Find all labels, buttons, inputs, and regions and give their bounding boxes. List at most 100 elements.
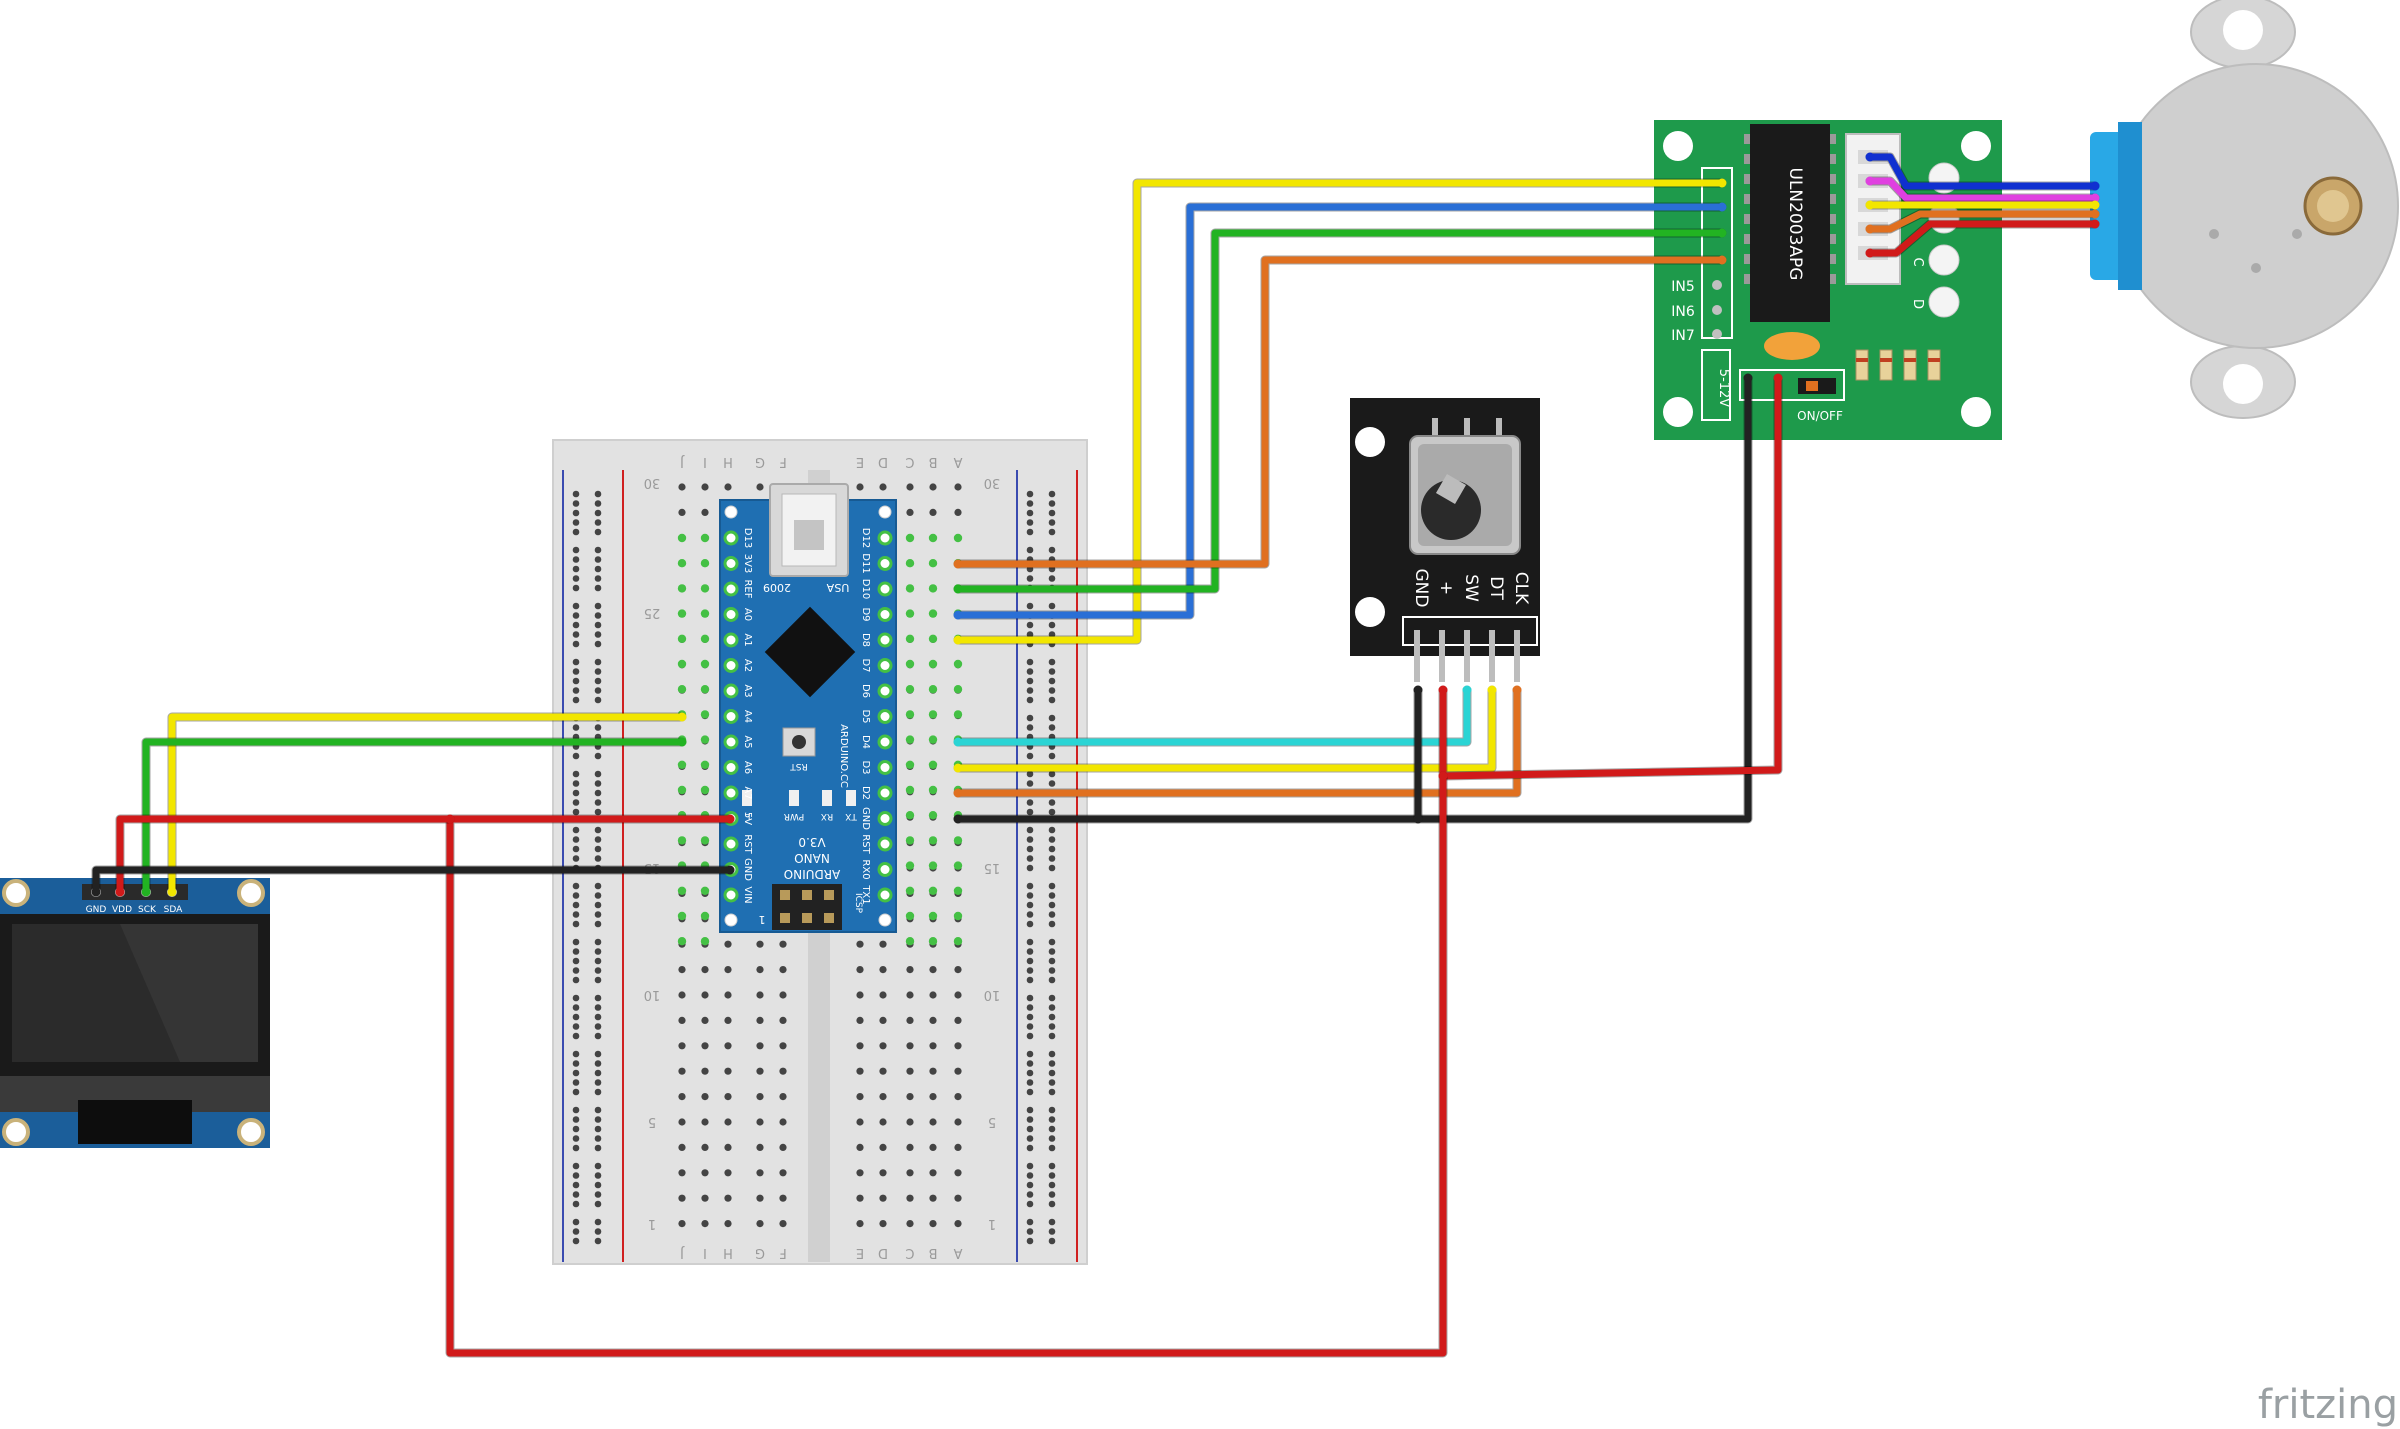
breadboard-hole: [678, 966, 686, 974]
breadboard-hole: [954, 508, 962, 516]
oled-pin-sck-label: SCK: [138, 905, 157, 915]
nano-pin-label: RST: [742, 834, 753, 854]
active-hole: [953, 659, 963, 669]
nano-pin-label: D4: [860, 735, 871, 749]
rail-hole: [1048, 948, 1056, 955]
breadboard-hole: [879, 1067, 887, 1075]
active-hole: [953, 836, 963, 845]
rail-hole: [594, 1116, 602, 1123]
wire-motor-orange-end: [1865, 224, 1875, 234]
breadboard-hole: [929, 508, 937, 516]
rail-hole: [1048, 1218, 1056, 1226]
rail-hole: [1048, 1050, 1056, 1058]
rail-hole: [594, 1069, 602, 1077]
rail-hole: [1048, 602, 1056, 610]
breadboard-hole: [756, 1169, 764, 1177]
rail-hole: [594, 1228, 602, 1235]
active-hole: [677, 584, 687, 593]
wire-gnd-black-main-end: [1743, 373, 1753, 383]
arduino-nano[interactable]: USA 2009 RST L PWR RX TX ARDUINO NANO V3…: [719, 483, 897, 933]
nano-pin-label: RST: [860, 834, 871, 854]
breadboard-hole: [779, 1042, 787, 1050]
rail-hole: [1026, 938, 1034, 946]
breadboard-hole: [701, 1220, 709, 1228]
active-hole: [905, 533, 915, 543]
rail-hole: [1048, 1191, 1056, 1198]
breadboard-hole: [724, 991, 732, 999]
rail-hole: [1026, 1135, 1034, 1142]
breadboard-hole: [678, 483, 686, 491]
column-letter-g-bottom: G: [755, 1245, 765, 1260]
rail-hole: [1048, 714, 1056, 722]
rail-hole: [594, 575, 602, 582]
rail-hole: [1026, 602, 1034, 610]
nano-pin-label: D7: [860, 658, 871, 672]
reset-button[interactable]: [782, 727, 816, 757]
uln2003-driver-board[interactable]: IN5 IN6 IN7 ULN2003APG: [1654, 120, 2002, 440]
rail-hole: [572, 1106, 580, 1114]
wire-motor-orange: [1866, 210, 2099, 233]
rail-hole: [572, 556, 580, 563]
wire-driver-in2-blue-end: [1717, 202, 1727, 212]
active-hole: [677, 937, 687, 946]
rail-hole: [594, 976, 602, 984]
breadboard-hole: [906, 1093, 914, 1101]
oled-display[interactable]: GND VDD SCK SDA: [0, 878, 270, 1148]
breadboard-hole: [929, 1118, 937, 1126]
led-c: [1928, 244, 1960, 276]
wire-encoder-gnd-black-end: [1413, 814, 1423, 824]
breadboard-hole: [954, 1169, 962, 1177]
nano-pin: [723, 760, 739, 775]
rail-hole: [594, 556, 602, 563]
rail-hole: [594, 640, 602, 648]
nano-pin: [877, 581, 893, 597]
breadboard-hole: [856, 1194, 864, 1202]
active-hole: [905, 559, 915, 568]
encoder-pin-clk-label: CLK: [1511, 572, 1531, 605]
breadboard-hole: [779, 1220, 787, 1228]
breadboard-hole: [779, 1067, 787, 1075]
rail-hole: [594, 1013, 602, 1021]
wire-encoder-clk-orange-end: [953, 788, 963, 798]
rail-hole: [572, 911, 580, 918]
rail-hole: [1026, 780, 1034, 787]
breadboard-hole: [856, 1143, 864, 1151]
nano-pin: [877, 887, 893, 903]
rail-hole: [594, 752, 602, 760]
rail-hole: [572, 1050, 580, 1058]
wire-encoder-clk-orange: [954, 686, 1521, 797]
encoder-knob[interactable]: [1409, 435, 1521, 555]
phase-c-label: C: [1910, 257, 1925, 266]
rail-hole: [1048, 1144, 1056, 1152]
wire-driver-in3-green-end: [953, 584, 963, 594]
nano-pin: [723, 836, 739, 852]
breadboard-hole: [724, 1118, 732, 1126]
rail-hole: [594, 565, 602, 573]
rail-hole: [572, 892, 580, 899]
breadboard-hole: [906, 1016, 914, 1024]
row-number-30-left: 30: [644, 475, 661, 490]
rail-hole: [1026, 1023, 1034, 1030]
wire-motor-pink: [1866, 177, 2099, 202]
rail-hole: [572, 1200, 580, 1208]
breadboard-hole: [856, 991, 864, 999]
rail-hole: [1026, 1088, 1034, 1096]
breadboard-hole: [678, 1220, 686, 1228]
rail-hole: [1026, 808, 1034, 816]
rail-hole: [1026, 500, 1034, 507]
active-hole: [928, 559, 938, 568]
rail-hole: [594, 546, 602, 554]
breadboard-hole: [929, 1067, 937, 1075]
rail-hole: [572, 668, 580, 675]
nano-pin-label: 3V3: [742, 554, 753, 574]
rx-label: RX: [821, 811, 833, 821]
rotary-encoder[interactable]: CLK DT SW + GND: [1350, 398, 1540, 682]
breadboard-hole: [724, 1016, 732, 1024]
breadboard-hole: [678, 1194, 686, 1202]
nano-pin: [723, 683, 739, 699]
rail-hole: [1026, 724, 1034, 731]
rail-hole: [594, 789, 602, 797]
rail-hole: [572, 948, 580, 955]
active-hole: [905, 760, 915, 769]
rail-hole: [1048, 836, 1056, 843]
